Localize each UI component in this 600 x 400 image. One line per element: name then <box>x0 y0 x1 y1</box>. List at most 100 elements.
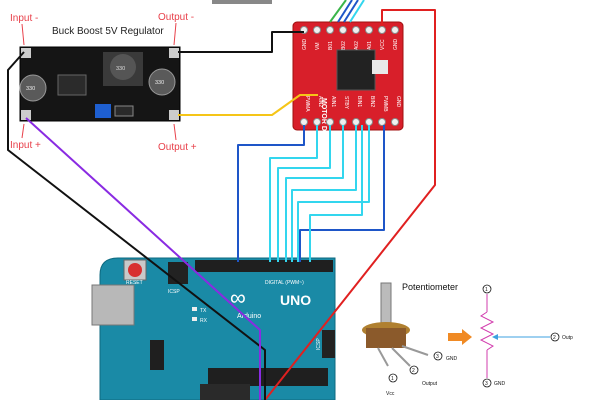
schematic-gnd-label: GND <box>494 381 506 387</box>
md-top-pin <box>378 26 386 34</box>
md-top-pin <box>391 26 399 34</box>
wire-blue-top-2 <box>343 0 359 23</box>
arrow-output-minus <box>173 22 177 46</box>
potentiometer-schematic: 1 3 GND 2 Outp <box>448 284 573 388</box>
arduino-icsp-header <box>168 262 188 284</box>
motor-driver-capacitor <box>372 60 388 74</box>
md-bottom-pin-label: PWMB <box>382 96 388 112</box>
capacitor-left-label: 330 <box>26 86 35 92</box>
motor-driver-top-pin-labels: GND VM B01 B02 A02 A01 VCC GND <box>302 39 399 51</box>
pot-lead-2 <box>391 347 411 367</box>
pot-shaft <box>380 282 392 324</box>
pad-output-minus <box>169 48 179 58</box>
md-top-pin <box>365 26 373 34</box>
pad-output-plus <box>169 110 179 120</box>
motor-driver-board: GND VM B01 B02 A02 A01 VCC GND MOTOR DRI… <box>292 21 404 152</box>
icsp2-label: ICSP <box>316 338 322 350</box>
md-bottom-pin <box>339 118 347 126</box>
regulator-inductor-coil <box>110 54 136 80</box>
label-input-plus: Input + <box>10 140 41 151</box>
md-bottom-pin-label: PWMA <box>304 96 310 112</box>
md-top-pin-label: VM <box>315 43 321 51</box>
tx-label: TX <box>200 308 207 314</box>
md-top-pin-label: GND <box>302 39 308 51</box>
top-component-edge <box>212 0 272 4</box>
pot-pin3-circle <box>433 351 443 361</box>
pot-output-label: Output <box>422 381 438 387</box>
md-top-pin <box>313 26 321 34</box>
arduino-icsp2-header <box>322 330 335 358</box>
pot-gnd-label: GND <box>446 356 458 362</box>
capacitor-right-label: 330 <box>155 80 164 86</box>
reset-button-cap <box>128 263 142 277</box>
pot-pin2: 2 <box>412 368 415 374</box>
arduino-usb-port <box>91 284 135 326</box>
md-bottom-pin-label: AIN1 <box>330 96 336 107</box>
regulator-trimpot <box>95 104 111 118</box>
arduino-small-chip <box>150 340 164 370</box>
pot-lead-1 <box>377 347 389 367</box>
md-top-pin-label: A02 <box>354 41 360 50</box>
pot-pin1: 1 <box>391 376 394 382</box>
wire-cyan-top <box>349 0 365 23</box>
arduino-microcontroller <box>208 368 328 386</box>
rx-label: RX <box>200 318 208 324</box>
potentiometer-photo: Potentiometer 1 Vcc 2 Output 3 GND <box>362 282 458 397</box>
md-bottom-pin-label: GND <box>395 96 401 108</box>
inductor-label: 330 <box>116 66 125 72</box>
wire-blue-pwmb <box>299 125 385 262</box>
md-bottom-pin <box>326 118 334 126</box>
potentiometer-title: Potentiometer <box>402 282 458 292</box>
schematic-pin1-circle <box>482 284 492 294</box>
wire-purple-input <box>25 117 261 400</box>
label-output-minus: Output - <box>158 12 194 23</box>
pad-input-plus <box>21 110 31 120</box>
md-top-pin-label: GND <box>393 39 399 51</box>
md-top-pin-label: B02 <box>341 41 347 50</box>
icsp-label: ICSP <box>168 289 180 295</box>
md-bottom-pin <box>391 118 399 126</box>
md-bottom-pin <box>352 118 360 126</box>
wire-blue-top-1 <box>337 0 353 23</box>
pot-pin3: 3 <box>436 354 439 360</box>
pad-input-minus <box>21 48 31 58</box>
md-bottom-pin-label: BIN2 <box>369 96 375 107</box>
wire-cyan-bin2 <box>297 125 370 262</box>
digital-label: DIGITAL (PWM~) <box>265 280 304 286</box>
wire-red-power <box>264 9 436 400</box>
label-output-plus: Output + <box>158 142 197 153</box>
arrow-output-plus <box>173 123 177 141</box>
motor-driver-bottom-pin-labels: PWMA AIN2 AIN1 STBY BIN1 BIN2 PWMB GND <box>304 96 401 112</box>
arduino-power-header <box>200 384 250 400</box>
pot-pin1-circle <box>388 373 398 383</box>
schematic-pin3-circle <box>482 378 492 388</box>
schematic-resistor <box>479 311 495 351</box>
md-bottom-pin <box>300 118 308 126</box>
label-input-minus: Input - <box>10 13 38 24</box>
md-bottom-pin <box>365 118 373 126</box>
md-top-pin <box>339 26 347 34</box>
regulator-capacitor-left <box>19 74 47 102</box>
regulator-capacitor-right <box>148 68 176 96</box>
wire-yellow-output <box>178 94 318 116</box>
pot-lead-3 <box>401 345 429 356</box>
schematic-pin3: 3 <box>485 381 488 387</box>
wires <box>7 0 436 400</box>
wire-green <box>329 0 347 23</box>
md-top-pin <box>326 26 334 34</box>
wire-cyan-extra <box>309 125 363 262</box>
wire-black-input <box>7 51 266 400</box>
md-top-pin-label: A01 <box>367 41 373 50</box>
buck-boost-regulator: 330 330 330 Input - Input + Output - Out… <box>10 12 197 153</box>
motor-driver-title: MOTOR DRIVER <box>320 98 327 152</box>
wire-cyan-ain1 <box>277 125 331 262</box>
arrow-input-minus <box>21 23 25 46</box>
regulator-title: Buck Boost 5V Regulator <box>52 26 164 37</box>
arduino-digital-header <box>195 260 333 272</box>
md-top-pin <box>352 26 360 34</box>
orange-arrow-icon <box>448 329 472 345</box>
reset-label: RESET <box>126 280 143 286</box>
pot-vcc-label: Vcc <box>386 391 395 397</box>
